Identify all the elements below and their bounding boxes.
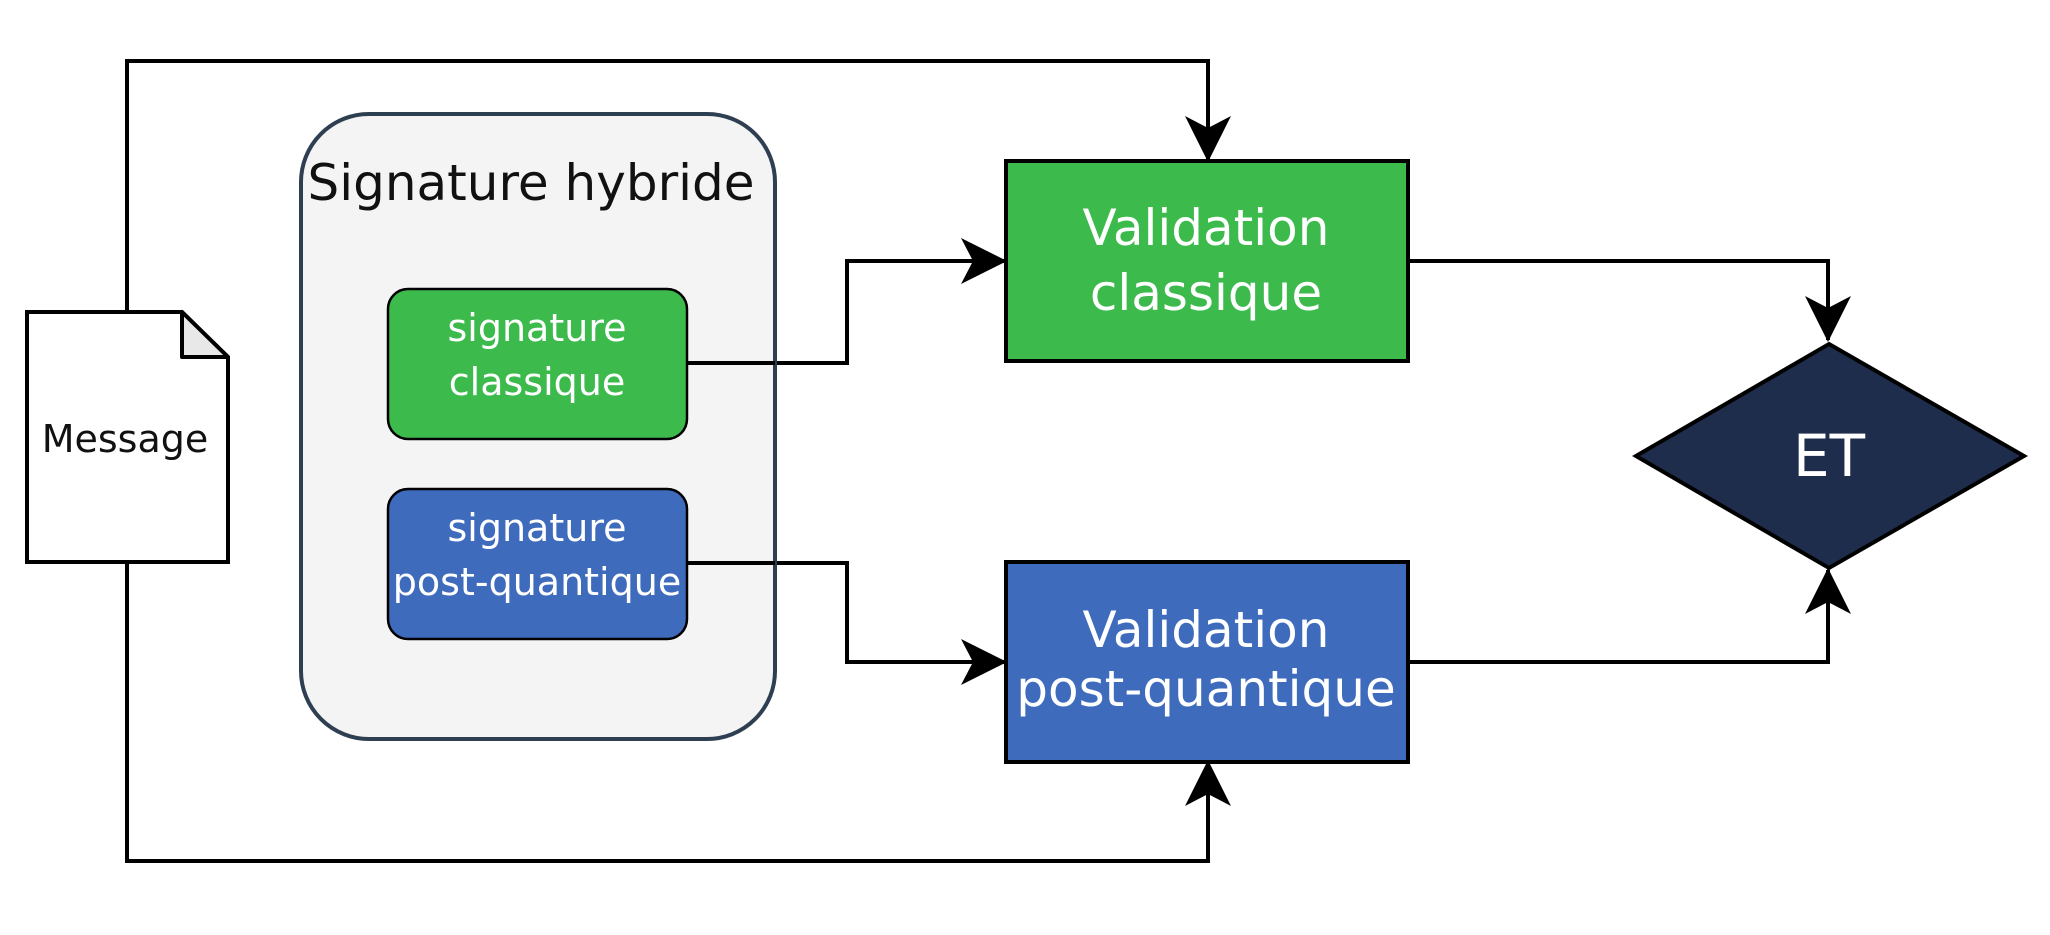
postquantum-signature-box: signature post-quantique (386, 487, 689, 641)
message-label: Message (42, 417, 209, 461)
postquantum-validation-line1: Validation (1083, 601, 1330, 659)
message-document: Message (25, 310, 230, 564)
connector-classic-validation-to-and (1409, 259, 1851, 342)
classic-validation-line1: Validation (1083, 199, 1330, 257)
and-gate: ET (1632, 341, 2029, 571)
connector-postquantum-validation-to-and (1409, 568, 1851, 664)
and-gate-label: ET (1793, 422, 1866, 490)
document-icon (25, 310, 230, 564)
classic-validation-box: Validation classique (1004, 159, 1410, 363)
postquantum-validation-line2: post-quantique (1016, 660, 1395, 718)
hybrid-signature-title: Signature hybride (307, 154, 754, 212)
classic-signature-line1: signature (448, 306, 627, 350)
connector-message-to-classic-validation (125, 59, 1231, 312)
connector-message-to-postquantum-validation (125, 562, 1231, 863)
postquantum-validation-box: Validation post-quantique (1004, 560, 1410, 764)
classic-signature-line2: classique (449, 360, 625, 404)
postquantum-signature-line2: post-quantique (393, 560, 681, 604)
classic-signature-box: signature classique (386, 287, 689, 441)
passthrough-lines (687, 361, 775, 565)
classic-validation-line2: classique (1090, 264, 1322, 322)
postquantum-signature-line1: signature (448, 506, 627, 550)
